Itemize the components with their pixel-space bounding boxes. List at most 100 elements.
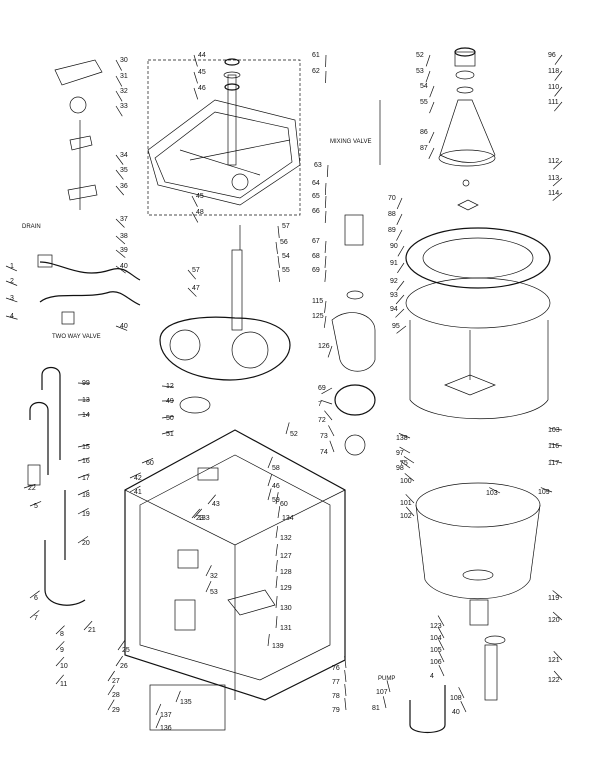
part-callout: 114 xyxy=(548,190,559,197)
drain-label: DRAIN xyxy=(22,224,41,230)
part-callout: 102 xyxy=(400,513,412,520)
leader-line xyxy=(324,255,327,268)
leader-line xyxy=(398,433,411,439)
pump-label: PUMP xyxy=(378,676,395,682)
leader-line xyxy=(540,487,553,493)
part-callout: 45 xyxy=(198,69,206,76)
part-callout: 57 xyxy=(282,223,290,230)
part-callout: 40 xyxy=(120,323,128,330)
part-callout: 132 xyxy=(280,535,292,542)
leader-line xyxy=(395,308,405,318)
two-way-valve-label: TWO WAY VALVE xyxy=(52,334,101,340)
leader-line xyxy=(320,399,333,405)
part-callout: 46 xyxy=(272,483,280,490)
part-callout: 122 xyxy=(548,677,560,684)
part-callout: 52 xyxy=(290,431,298,438)
leader-line xyxy=(550,443,563,447)
part-callout: 14 xyxy=(82,412,90,419)
part-callout: 25 xyxy=(122,647,130,654)
leader-line xyxy=(327,345,333,358)
leader-line xyxy=(5,265,18,272)
part-callout: 73 xyxy=(320,433,328,440)
part-callout: 79 xyxy=(332,707,340,714)
part-callout: 27 xyxy=(112,678,120,685)
leader-line xyxy=(328,425,335,437)
part-callout: 88 xyxy=(388,211,396,218)
valve-bracket-group xyxy=(37,59,141,325)
cabinet-group xyxy=(124,429,346,731)
leader-line xyxy=(115,90,123,102)
part-callout: 106 xyxy=(430,659,442,666)
leader-line xyxy=(193,71,198,84)
tub-group xyxy=(405,227,551,419)
part-callout: 17 xyxy=(82,475,90,482)
leader-line xyxy=(115,185,125,196)
leader-line xyxy=(115,218,125,228)
part-callout: 56 xyxy=(280,239,288,246)
leader-line xyxy=(277,225,280,238)
part-callout: 54 xyxy=(282,253,290,260)
part-callout: 89 xyxy=(388,227,396,234)
part-callout: 69 xyxy=(318,385,326,392)
part-callout: 5 xyxy=(34,503,38,510)
part-callout: 139 xyxy=(272,643,284,650)
part-callout: 110 xyxy=(548,84,559,91)
part-callout: 29 xyxy=(112,707,120,714)
leader-line xyxy=(277,506,281,519)
part-callout: 95 xyxy=(392,323,400,330)
part-callout: 36 xyxy=(120,183,128,190)
part-callout: 20 xyxy=(82,540,90,547)
part-callout: 46 xyxy=(198,85,206,92)
leader-line xyxy=(275,241,278,254)
leader-line xyxy=(155,716,162,729)
leader-line xyxy=(5,280,18,286)
leader-line xyxy=(77,508,89,515)
part-callout: 101 xyxy=(400,500,412,507)
part-callout: 60 xyxy=(280,501,288,508)
part-callout: 96 xyxy=(548,52,556,59)
part-callout: 4 xyxy=(430,673,434,680)
part-callout: 42 xyxy=(134,475,142,482)
leader-line xyxy=(115,265,126,274)
leader-line xyxy=(552,590,563,599)
leader-line xyxy=(324,240,327,253)
leader-line xyxy=(344,656,347,669)
part-callout: 135 xyxy=(180,699,192,706)
part-callout: 68 xyxy=(312,253,320,260)
part-callout: 67 xyxy=(312,238,320,245)
leader-line xyxy=(29,501,42,507)
part-callout: 104 xyxy=(430,635,442,642)
part-callout: 112 xyxy=(548,158,559,165)
leader-line xyxy=(275,492,279,505)
leader-line xyxy=(115,75,123,87)
leader-line xyxy=(77,444,90,448)
leader-line xyxy=(115,325,128,331)
leader-line xyxy=(326,164,329,177)
part-callout: 119 xyxy=(548,595,559,602)
leader-line xyxy=(275,576,278,589)
part-callout: 32 xyxy=(120,88,128,95)
leader-line xyxy=(428,147,435,159)
leader-line xyxy=(395,294,405,305)
part-callout: 91 xyxy=(390,260,398,267)
part-callout: 30 xyxy=(120,57,128,64)
leader-line xyxy=(553,651,563,661)
leader-line xyxy=(77,457,90,462)
leader-line xyxy=(344,684,347,697)
leader-line xyxy=(329,440,335,453)
part-callout: 128 xyxy=(280,569,292,576)
leader-line xyxy=(267,488,272,501)
callout-labels: 3031323334353637383940403421444546616245… xyxy=(10,52,560,732)
leader-line xyxy=(193,87,199,100)
part-callout: 126 xyxy=(318,343,330,350)
leader-line xyxy=(115,59,122,71)
part-callout: 133 xyxy=(198,515,210,522)
leader-line xyxy=(438,639,445,651)
part-callout: 26 xyxy=(120,663,128,670)
part-callout: 31 xyxy=(120,73,128,80)
part-callout: 2 xyxy=(10,278,14,285)
leader-line xyxy=(552,177,563,187)
motor-group xyxy=(331,100,381,456)
leader-line xyxy=(83,620,93,631)
part-callout: 94 xyxy=(390,306,398,313)
